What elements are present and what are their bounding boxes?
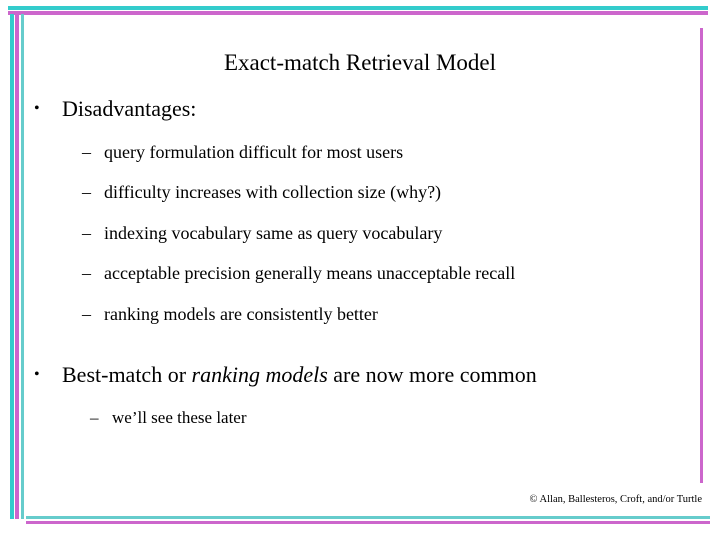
bullet-best-match: • Best-match or ranking models are now m… (28, 361, 700, 389)
dash-icon: – (82, 182, 91, 203)
section-spacer (28, 325, 700, 361)
sub-bullet-query-formulation-label: query formulation difficult for most use… (104, 141, 404, 162)
left-cyan-border (10, 14, 14, 519)
sub-bullet-difficulty-increases: – difficulty increases with collection s… (28, 182, 700, 204)
slide-title: Exact-match Retrieval Model (223, 50, 497, 75)
top-magenta-border (8, 11, 708, 15)
sub-bullet-difficulty-increases-label: difficulty increases with collection siz… (104, 182, 442, 203)
sub-bullet-ranking-models-better: – ranking models are consistently better (28, 304, 700, 326)
right-magenta-border (700, 28, 703, 483)
bottom-cyan-border (26, 516, 710, 519)
bullet-disadvantages: • Disadvantages: (28, 95, 700, 123)
bullet-best-match-emphasis: ranking models (191, 362, 328, 388)
sub-bullet-see-these-later-label: we’ll see these later (112, 407, 247, 427)
sub-bullet-see-these-later: – we’ll see these later (28, 408, 700, 428)
bullet-dot-icon: • (34, 100, 40, 117)
top-cyan-border (8, 6, 708, 10)
dash-icon: – (82, 141, 91, 162)
sub-bullet-indexing-vocabulary-label: indexing vocabulary same as query vocabu… (104, 222, 443, 243)
sub-bullet-acceptable-precision: – acceptable precision generally means u… (28, 263, 700, 285)
left-magenta-border (15, 14, 19, 519)
left-cyan-border-secondary (21, 14, 24, 519)
copyright-footer: © Allan, Ballesteros, Croft, and/or Turt… (529, 494, 702, 505)
sub-bullet-acceptable-precision-label: acceptable precision generally means una… (104, 263, 516, 284)
sub-bullet-query-formulation: – query formulation difficult for most u… (28, 142, 700, 164)
slide-body: • Disadvantages: – query formulation dif… (28, 95, 700, 428)
bullet-best-match-post: are now more common (327, 362, 537, 388)
bullet-dot-icon: • (34, 366, 40, 384)
dash-icon: – (90, 407, 99, 427)
sub-bullet-indexing-vocabulary: – indexing vocabulary same as query voca… (28, 223, 700, 245)
bottom-magenta-border (26, 521, 710, 524)
sub-bullet-ranking-models-better-label: ranking models are consistently better (104, 303, 378, 324)
dash-icon: – (82, 263, 91, 284)
bullet-disadvantages-label: Disadvantages: (62, 96, 197, 121)
dash-icon: – (82, 222, 91, 243)
dash-icon: – (82, 303, 91, 324)
bullet-best-match-pre: Best-match or (62, 362, 192, 388)
